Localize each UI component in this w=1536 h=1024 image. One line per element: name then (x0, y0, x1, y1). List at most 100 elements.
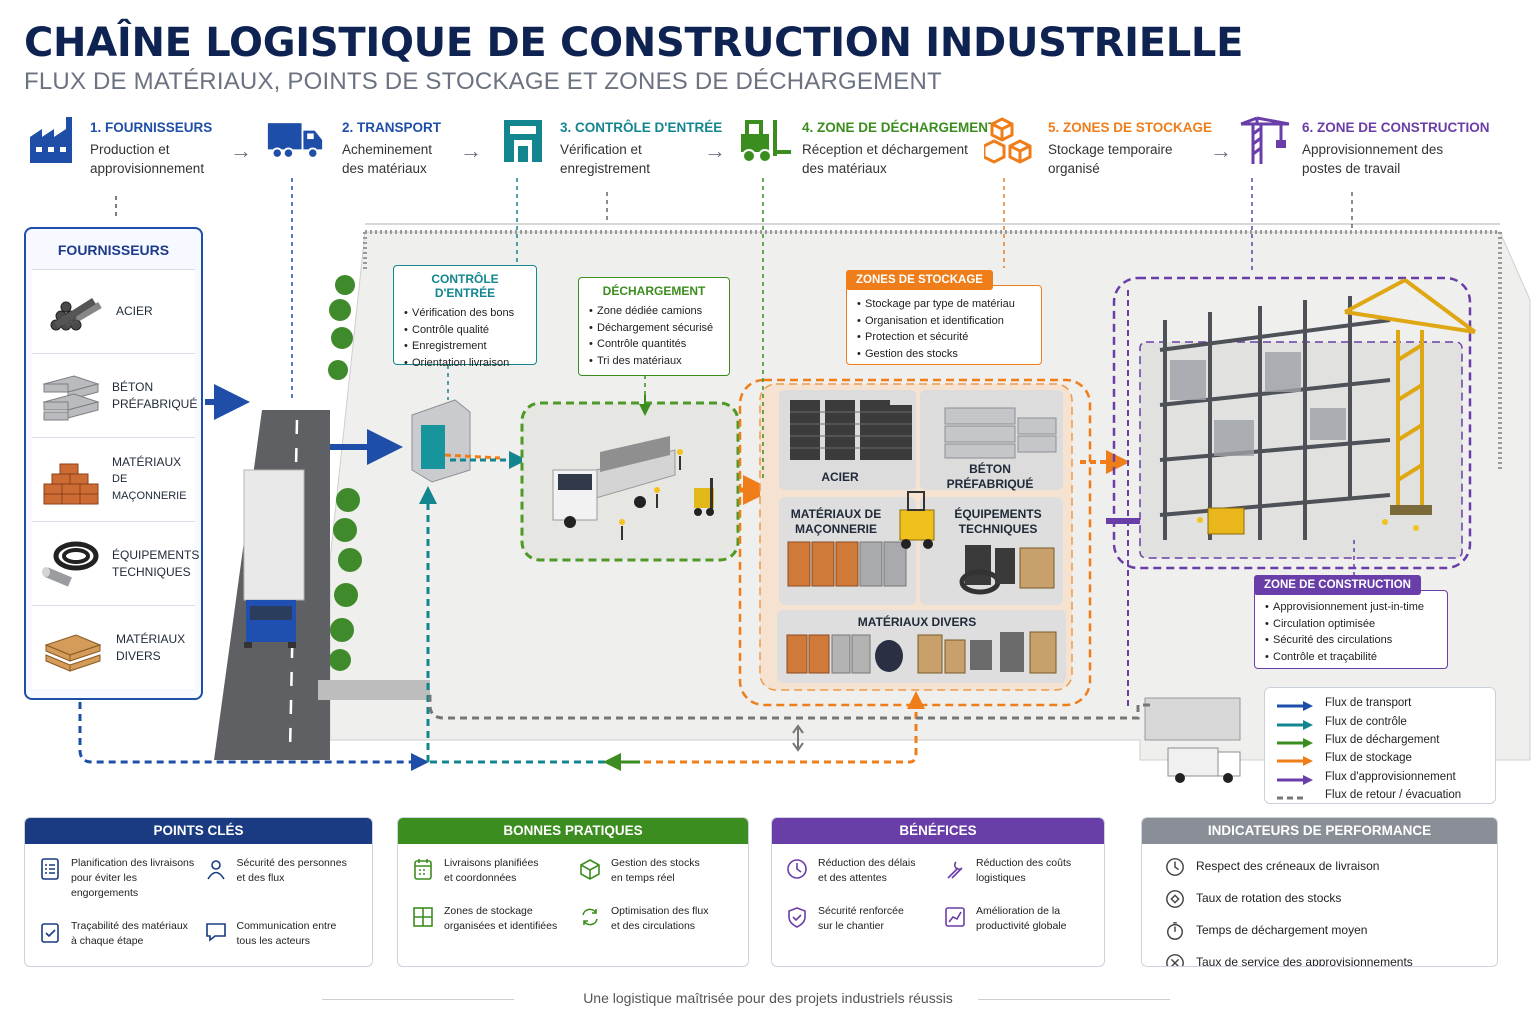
arrow-right-icon: → (1210, 138, 1232, 163)
timer-icon (1164, 920, 1186, 942)
cycle-icon (579, 906, 601, 928)
legend-item: Flux de transport (1277, 694, 1483, 712)
forklift (694, 478, 714, 516)
footer-text: Une logistique maîtrisée pour des projet… (583, 990, 953, 1006)
control-info-item: Enregistrement (404, 338, 526, 355)
legend-arrow-icon (1277, 790, 1313, 800)
card-item-text: sur le chantier (818, 920, 884, 932)
step-title: 6. ZONE DE CONSTRUCTION (1302, 120, 1490, 135)
card-item-text: Réduction des coûts (976, 857, 1072, 869)
storage-label-misc: MATÉRIAUX DIVERS (857, 615, 977, 629)
card-title: INDICATEURS DE PERFORMANCE (1142, 818, 1497, 844)
boxes-icon (982, 114, 1040, 166)
storage-label-line: TECHNIQUES (958, 522, 1038, 536)
step-title: 2. TRANSPORT (342, 120, 442, 135)
storage-label-line: BÉTON (969, 462, 1011, 476)
arrow-right-icon: → (230, 138, 252, 163)
factory-icon (24, 114, 82, 166)
steel-bars-icon (40, 282, 106, 342)
clock-icon (786, 858, 808, 880)
card-item-text: Optimisation des flux (611, 905, 709, 917)
legend-arrow-icon (1277, 735, 1313, 748)
step-desc: Production et (90, 142, 170, 157)
card-item: Amélioration de la productivité globale (938, 904, 1096, 934)
control-info-item: Vérification des bons (404, 305, 526, 322)
card-item-text: Communication entre (236, 920, 337, 932)
control-info-heading: CONTRÔLE D'ENTRÉE (431, 272, 499, 300)
card-item-text: Taux de service des approvisionnements (1196, 954, 1413, 967)
storage-label-line: MAÇONNERIE (794, 522, 877, 536)
card-item-text: et des attentes (818, 872, 887, 884)
control-info-item: Orientation livraison (404, 355, 526, 372)
forklift-icon (736, 114, 794, 166)
cable-coil-icon (40, 534, 102, 594)
page-title: CHAÎNE LOGISTIQUE DE CONSTRUCTION INDUST… (24, 20, 1244, 66)
card-item-text: Respect des créneaux de livraison (1196, 858, 1380, 873)
step-desc: postes de travail (1302, 161, 1401, 176)
control-info-item: Contrôle qualité (404, 322, 526, 339)
crane-icon (1236, 114, 1294, 166)
step-desc: des matériaux (342, 161, 427, 176)
storage-info-item: Protection et sécurité (857, 329, 1031, 346)
card-key-points: POINTS CLÉS Planification des livraisons… (24, 817, 373, 967)
construction-info-heading: ZONE DE CONSTRUCTION (1254, 575, 1421, 595)
storage-label-line: PRÉFABRIQUÉ (946, 477, 1034, 491)
road-truck (243, 469, 305, 648)
construction-info-item: Approvisionnement just-in-time (1265, 599, 1437, 616)
card-item: Taux de rotation des stocks (1158, 886, 1481, 910)
step-desc: Réception et déchargement (802, 142, 968, 157)
bricks-icon (40, 450, 102, 510)
page-subtitle: FLUX DE MATÉRIAUX, POINTS DE STOCKAGE ET… (24, 68, 942, 95)
storage-label-steel: ACIER (821, 470, 859, 484)
card-item-text: Planification des livraisons (71, 857, 195, 869)
unload-info-item: Tri des matériaux (589, 353, 719, 370)
storage-info-box: Stockage par type de matériau Organisati… (846, 285, 1042, 365)
tools-icon (944, 858, 966, 880)
card-best-practices: BONNES PRATIQUES Livraisons planifiées et… (397, 817, 749, 967)
shield-icon (786, 906, 808, 928)
calendar-icon (412, 858, 434, 880)
chart-icon (944, 906, 966, 928)
step-desc: Vérification et (560, 142, 642, 157)
step-desc: des matériaux (802, 161, 887, 176)
clock-icon (1164, 856, 1186, 878)
rotation-icon (1164, 888, 1186, 910)
worker-icon (205, 858, 227, 880)
card-item-text: Amélioration de la (976, 905, 1061, 917)
legend-arrow-icon (1277, 753, 1313, 767)
card-item-text: Sécurité renforcée (818, 905, 904, 917)
legend-label: Flux de déchargement (1325, 733, 1440, 746)
storage-label-line: ÉQUIPEMENTS (954, 507, 1042, 521)
step-title: 1. FOURNISSEURS (90, 120, 213, 135)
legend-label: Flux de transport (1325, 697, 1412, 710)
supplier-label: PRÉFABRIQUÉ (112, 396, 198, 411)
supplier-label: ACIER (116, 304, 153, 318)
card-item: Respect des créneaux de livraison (1158, 854, 1481, 878)
step-construction: 6. ZONE DE CONSTRUCTION Approvisionnement… (1236, 114, 1496, 184)
clipboard-check-icon (39, 921, 61, 943)
card-title: BONNES PRATIQUES (398, 818, 748, 844)
card-item-text: productivité globale (976, 920, 1067, 932)
grid-icon (412, 906, 434, 928)
storage-info-item: Stockage par type de matériau (857, 296, 1031, 313)
step-desc: Approvisionnement des (1302, 142, 1444, 157)
legend-item: Flux de retour / évacuation (1277, 786, 1483, 804)
construction-info-item: Circulation optimisée (1265, 616, 1437, 633)
storage-label-line: MATÉRIAUX DE (790, 507, 882, 521)
suppliers-heading: FOURNISSEURS (57, 242, 170, 258)
card-item-text: à chaque étape (71, 935, 144, 947)
card-item-text: Livraisons planifiées (444, 857, 539, 869)
footer: Une logistique maîtrisée pour des projet… (0, 990, 1536, 1006)
card-item-text: et des circulations (611, 920, 696, 932)
